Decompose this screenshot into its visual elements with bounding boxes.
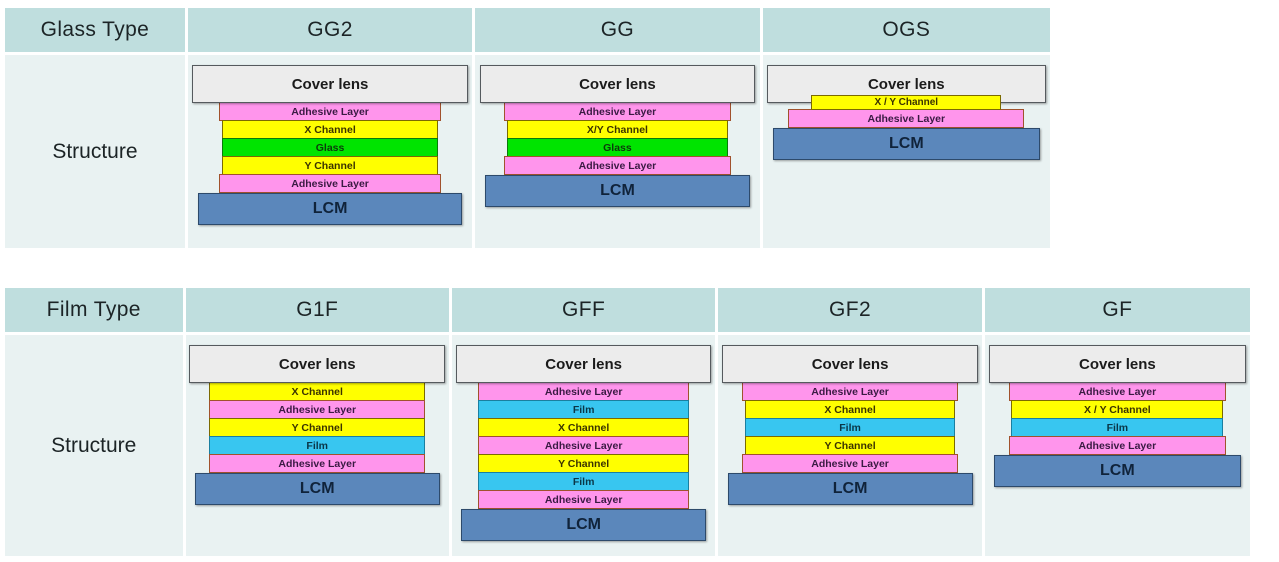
layer-channel-3: Y Channel [209, 418, 426, 437]
layer-cover-0: Cover lens [479, 65, 756, 103]
layer-adhesive-1: Adhesive Layer [1008, 382, 1227, 401]
layer-adhesive-2: Adhesive Layer [788, 109, 1025, 128]
layer-adhesive-4: Adhesive Layer [503, 156, 732, 175]
layer-glass-3: Glass [506, 138, 729, 157]
layer-lcm-5: LCM [485, 175, 750, 207]
film-structure-label: Structure [51, 433, 137, 457]
bezel-right [1174, 382, 1245, 383]
layer-channel-1: X Channel [209, 382, 426, 401]
glass-type-header: Glass Type [5, 8, 188, 52]
layer-adhesive-4: Adhesive Layer [478, 436, 690, 455]
glass-table-header-row: Glass Type GG2 GG OGS [5, 8, 1050, 52]
glass-column-header-gg: GG [475, 8, 763, 52]
bezel-right [906, 382, 977, 383]
layer-channel-3: X Channel [478, 418, 690, 437]
layer-channel-4: Y Channel [222, 156, 439, 175]
layer-channel-4: Y Channel [744, 436, 956, 455]
layer-cover-0: Cover lens [722, 345, 978, 383]
layer-lcm-8: LCM [461, 509, 707, 541]
bezel-right [373, 382, 444, 383]
film-column-header-g1f: G1F [185, 288, 452, 332]
bezel-left [723, 382, 794, 383]
layer-adhesive-1: Adhesive Layer [219, 102, 441, 121]
glass-column-header-ogs: OGS [762, 8, 1050, 52]
layer-channel-2: X/Y Channel [506, 120, 729, 139]
layer-lcm-3: LCM [772, 128, 1040, 160]
layer-adhesive-1: Adhesive Layer [742, 382, 959, 401]
bezel-right [678, 102, 755, 103]
bezel-left [190, 382, 261, 383]
glass-type-table: Glass Type GG2 GG OGS Structure Cover le… [5, 8, 1050, 248]
film-structure-label-cell: Structure [5, 332, 186, 556]
layer-adhesive-5: Adhesive Layer [742, 454, 959, 473]
glass-structure-label-cell: Structure [5, 52, 188, 248]
layer-lcm-5: LCM [994, 455, 1241, 487]
layer-glass-3: Glass [222, 138, 439, 157]
layer-lcm-6: LCM [727, 473, 973, 505]
layer-cover-0: Cover lens [988, 345, 1246, 383]
layer-film-6: Film [478, 472, 690, 491]
layer-cover-0: Cover lens [455, 345, 712, 383]
layer-film-2: Film [478, 400, 690, 419]
layer-film-3: Film [1011, 418, 1224, 437]
layer-cover-0: Cover lens [189, 345, 445, 383]
layer-adhesive-7: Adhesive Layer [478, 490, 690, 509]
layer-film-3: Film [744, 418, 956, 437]
film-type-table: Film Type G1F GFF GF2 GF Structure Cover… [5, 288, 1250, 556]
film-column-header-gff: GFF [451, 288, 719, 332]
bezel-left [481, 102, 558, 103]
film-column-header-gf: GF [984, 288, 1250, 332]
layer-floatch-1: X / Y Channel [811, 95, 1002, 110]
film-column-header-gf2: GF2 [718, 288, 985, 332]
bezel-right [390, 102, 467, 103]
glass-structure-label: Structure [52, 139, 138, 163]
layer-adhesive-4: Adhesive Layer [1008, 436, 1227, 455]
bezel-left [457, 382, 528, 383]
layer-channel-2: X Channel [222, 120, 439, 139]
layer-channel-2: X Channel [744, 400, 956, 419]
bezel-left [990, 382, 1061, 383]
layer-adhesive-5: Adhesive Layer [219, 174, 441, 193]
layer-adhesive-5: Adhesive Layer [209, 454, 426, 473]
layer-adhesive-2: Adhesive Layer [209, 400, 426, 419]
layer-adhesive-1: Adhesive Layer [478, 382, 690, 401]
bezel-left [193, 102, 270, 103]
film-type-header: Film Type [5, 288, 186, 332]
film-table-header-row: Film Type G1F GFF GF2 GF [5, 288, 1250, 332]
layer-film-4: Film [209, 436, 426, 455]
layer-adhesive-1: Adhesive Layer [503, 102, 732, 121]
layer-channel-5: Y Channel [478, 454, 690, 473]
layer-lcm-6: LCM [197, 193, 463, 225]
layer-channel-2: X / Y Channel [1011, 400, 1224, 419]
glass-column-header-gg2: GG2 [187, 8, 476, 52]
layer-cover-0: Cover lens [192, 65, 468, 103]
layer-lcm-6: LCM [194, 473, 440, 505]
bezel-right [639, 382, 710, 383]
